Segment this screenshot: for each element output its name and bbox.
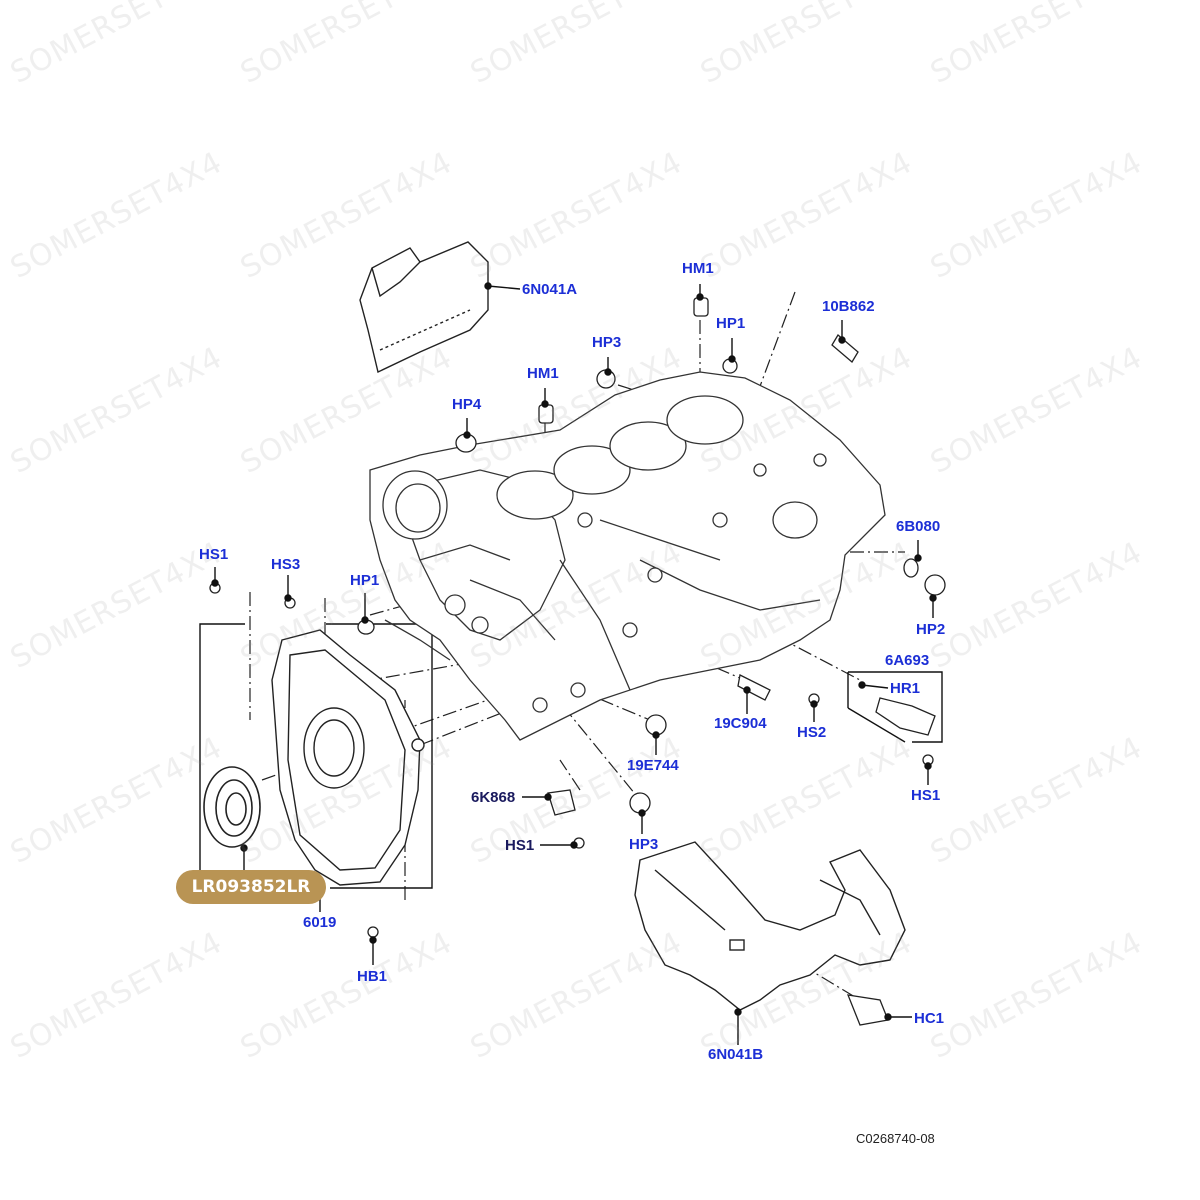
callout-HP3-top[interactable]: HP3 (592, 334, 622, 351)
callout-HC1[interactable]: HC1 (914, 1010, 945, 1027)
heat-shield-lower (634, 841, 906, 1011)
callout-HS1-left[interactable]: HS1 (199, 546, 229, 563)
callout-HS1-bottom[interactable]: HS1 (505, 837, 535, 854)
callout-HP2[interactable]: HP2 (916, 621, 946, 638)
callout-HS3[interactable]: HS3 (271, 556, 301, 573)
crankshaft-seal (203, 766, 261, 848)
callout-HP1-top[interactable]: HP1 (716, 315, 746, 332)
engine-block (369, 371, 886, 741)
callout-6K868[interactable]: 6K868 (471, 789, 516, 806)
highlighted-part-badge[interactable]: LR093852LR (176, 870, 326, 904)
callout-6N041B[interactable]: 6N041B (708, 1046, 764, 1063)
callout-HP4[interactable]: HP4 (452, 396, 482, 413)
label-leaders (211, 282, 937, 1045)
callout-HB1[interactable]: HB1 (357, 968, 388, 985)
callout-HM1-mid[interactable]: HM1 (527, 365, 559, 382)
callout-HP1-left[interactable]: HP1 (350, 572, 380, 589)
diagram-reference-code: C0268740-08 (856, 1131, 935, 1146)
callout-6N041A[interactable]: 6N041A (522, 281, 578, 298)
small-components (209, 297, 946, 1026)
callout-6A693[interactable]: 6A693 (885, 652, 930, 669)
callout-10B862[interactable]: 10B862 (822, 298, 875, 315)
callout-HP3-bottom[interactable]: HP3 (629, 836, 659, 853)
front-cover (271, 629, 425, 886)
callout-HM1-top[interactable]: HM1 (682, 260, 714, 277)
callout-HS1-right[interactable]: HS1 (911, 787, 941, 804)
callout-HS2[interactable]: HS2 (797, 724, 827, 741)
heat-shield-upper (359, 241, 489, 374)
callout-19C904[interactable]: 19C904 (714, 715, 767, 732)
callout-HR1[interactable]: HR1 (890, 680, 921, 697)
callout-19E744[interactable]: 19E744 (627, 757, 679, 774)
callout-6019[interactable]: 6019 (303, 914, 337, 931)
callout-6B080[interactable]: 6B080 (896, 518, 941, 535)
